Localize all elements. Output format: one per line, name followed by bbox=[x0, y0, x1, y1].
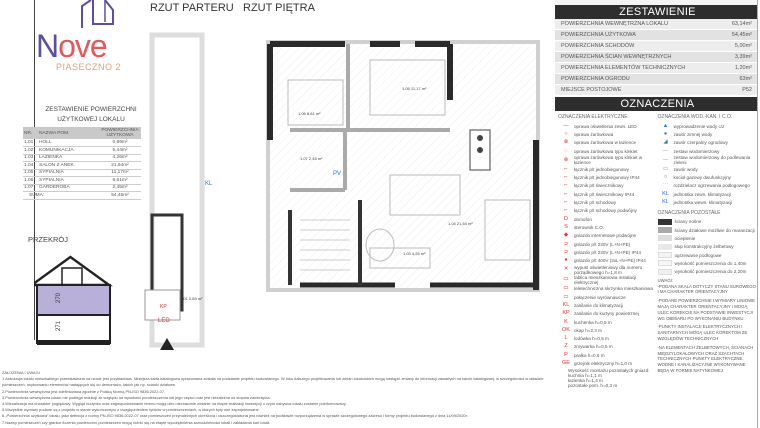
svg-text:1.06 8,61 m²: 1.06 8,61 m² bbox=[298, 111, 321, 116]
summary-panel: ZESTAWIENIE POWIERZCHNIA WEWNĘTRZNA LOKA… bbox=[555, 0, 760, 391]
house-logo-icon bbox=[81, 0, 114, 28]
svg-text:LED: LED bbox=[158, 318, 170, 324]
svg-text:271: 271 bbox=[56, 320, 62, 331]
brand-name: Nove bbox=[36, 28, 108, 64]
section-drawing: 270 271 bbox=[34, 255, 113, 345]
legend-header: OZNACZENIA bbox=[555, 97, 760, 111]
right-edge bbox=[757, 0, 760, 428]
svg-text:PV: PV bbox=[333, 171, 341, 177]
svg-text:1.05 11,17 m²: 1.05 11,17 m² bbox=[402, 86, 427, 91]
upper-floor-title: RZUT PIĘTRA bbox=[243, 2, 315, 14]
summary-header: ZESTAWIENIE bbox=[555, 5, 760, 19]
svg-text:1.04 21,64 m²: 1.04 21,64 m² bbox=[448, 221, 473, 226]
unit-marker-icon bbox=[160, 338, 174, 350]
floor-plan: 1.06 8,61 m² 1.05 11,17 m² 1.07 2,45 m² … bbox=[144, 32, 540, 350]
table-total-row: SUMA:54,45m² bbox=[23, 191, 141, 200]
area-summary-table: NR. NAZWA POM. POWIERZCHNIA UŻYTKOWA 1.0… bbox=[23, 127, 141, 200]
svg-text:KL: KL bbox=[205, 181, 213, 187]
brand-logo: Nove PIASECZNO 2 bbox=[36, 0, 146, 80]
svg-text:KP: KP bbox=[160, 304, 167, 310]
ground-floor-title: RZUT PARTERU bbox=[150, 2, 234, 14]
svg-text:1.01 0,89 m²: 1.01 0,89 m² bbox=[180, 296, 203, 301]
assumptions-notes: ZAŁOŻENIA I UWAGI 1.Aranżacja lokalu mie… bbox=[2, 370, 544, 425]
water-legend: OZNACZENIA WOD.-KAN. I C.O. ▲wyprowadzen… bbox=[657, 114, 756, 373]
electrical-legend: OZNACZENIA ELEKTRYCZNE —oprawa oświetlen… bbox=[558, 114, 653, 388]
section-title: PRZEKRÓJ bbox=[28, 235, 69, 244]
svg-text:270: 270 bbox=[56, 292, 62, 303]
svg-text:1.03 4,26 m²: 1.03 4,26 m² bbox=[403, 251, 426, 256]
svg-text:1.07 2,45 m²: 1.07 2,45 m² bbox=[300, 156, 323, 161]
area-summary-title: ZESTAWIENIE POWIERZCHNI UŻYTKOWEJ LOKALU bbox=[45, 106, 137, 123]
brand-subtitle: PIASECZNO 2 bbox=[56, 62, 122, 72]
